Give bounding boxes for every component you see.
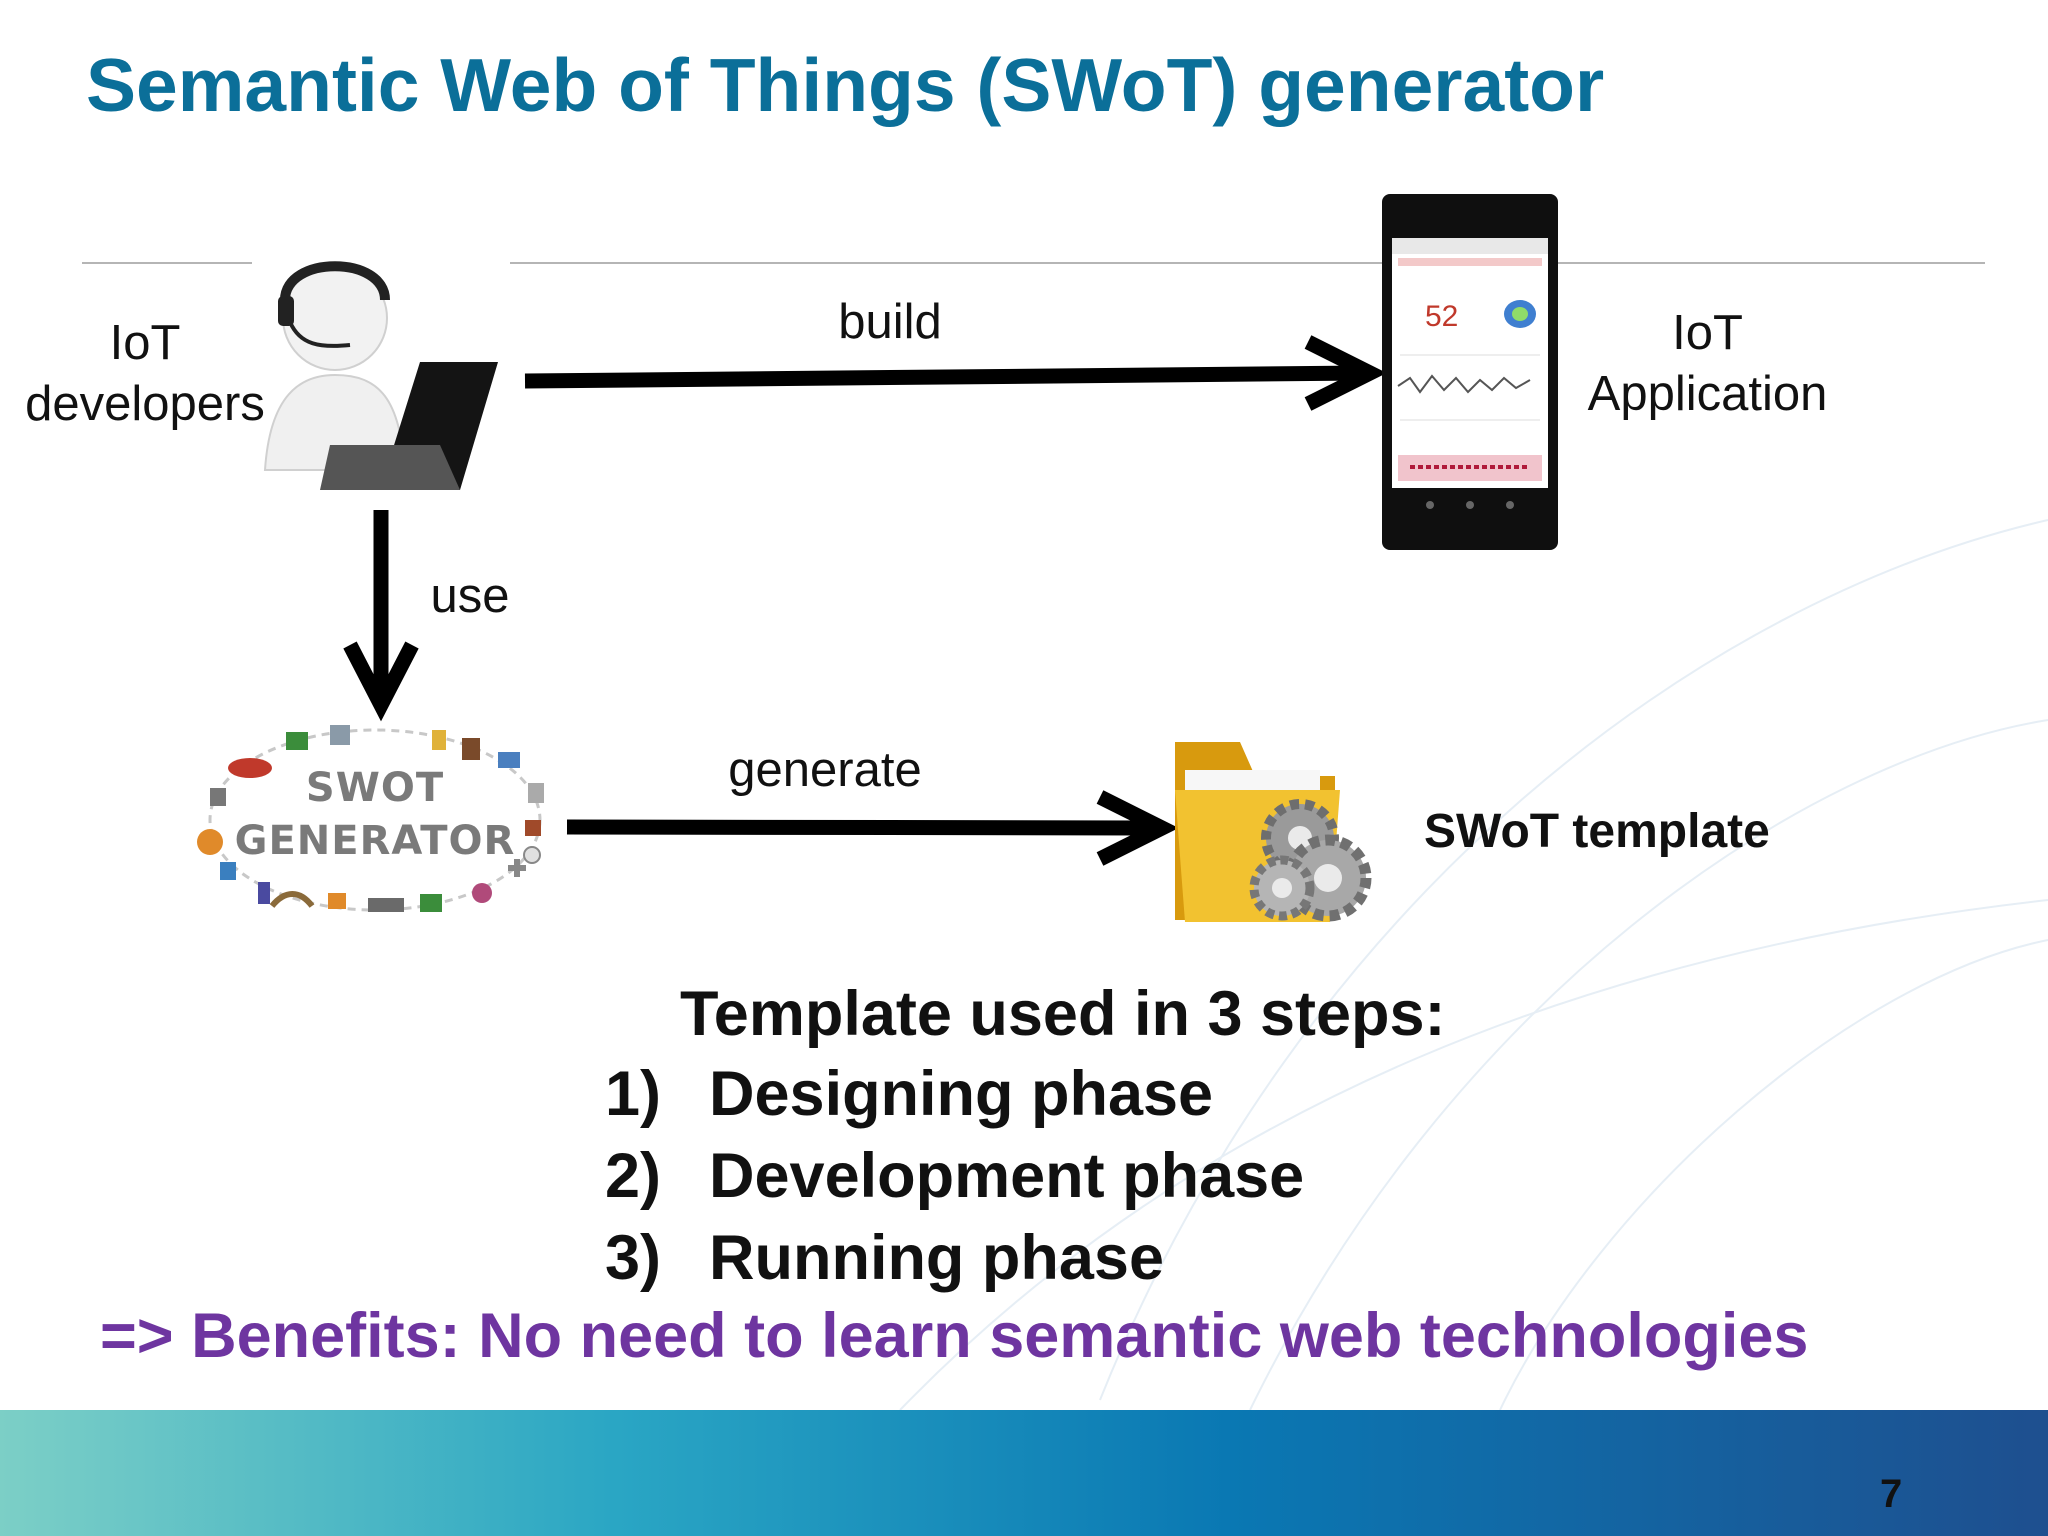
step-number: 1) xyxy=(605,1059,662,1129)
build-label: build xyxy=(838,295,942,349)
template-label: SWoT template xyxy=(1424,805,1770,858)
generator-title-line2: GENERATOR xyxy=(234,818,516,864)
background-curve xyxy=(1499,939,2048,1411)
application-label-line1: IoT xyxy=(1672,306,1743,360)
swot-generator-logo xyxy=(197,725,544,912)
generate-label: generate xyxy=(728,743,922,797)
step-label: Development phase xyxy=(709,1141,1305,1211)
developer-icon xyxy=(263,261,498,490)
step-label: Designing phase xyxy=(709,1059,1214,1129)
build-arrow-head xyxy=(1304,335,1387,411)
page-number: 7 xyxy=(1880,1472,1903,1516)
background-curve xyxy=(899,899,2048,1411)
step-label: Running phase xyxy=(709,1223,1164,1293)
generator-title-line1: SWOT xyxy=(305,765,445,811)
steps-heading: Template used in 3 steps: xyxy=(680,979,1446,1049)
developers-label-line1: IoT xyxy=(109,316,181,370)
phone-heart-rate: 52 xyxy=(1425,300,1459,333)
step-item: 2) Development phase xyxy=(605,1140,1304,1212)
use-label: use xyxy=(430,569,510,623)
step-number: 3) xyxy=(605,1223,662,1293)
developers-label: IoT developers xyxy=(20,313,270,435)
background-curve xyxy=(1099,519,2048,1401)
step-number: 2) xyxy=(605,1141,662,1211)
generate-arrow-head xyxy=(1096,790,1179,866)
background-curve xyxy=(1249,719,2048,1411)
step-item: 3) Running phase xyxy=(605,1222,1164,1294)
folder-gears-icon xyxy=(1175,742,1372,922)
application-label: IoT Application xyxy=(1575,303,1840,425)
benefits-statement: => Benefits: No need to learn semantic w… xyxy=(100,1301,1809,1371)
step-item: 1) Designing phase xyxy=(605,1058,1213,1130)
phone-icon xyxy=(1382,194,1558,550)
footer-band xyxy=(0,1410,2048,1536)
use-arrow-head xyxy=(343,641,419,722)
generate-arrow-shaft xyxy=(566,819,1159,836)
build-arrow-shaft xyxy=(524,365,1366,389)
application-label-line2: Application xyxy=(1587,367,1828,421)
page-title: Semantic Web of Things (SWoT) generator xyxy=(86,43,1605,127)
developers-label-line2: developers xyxy=(25,377,265,431)
